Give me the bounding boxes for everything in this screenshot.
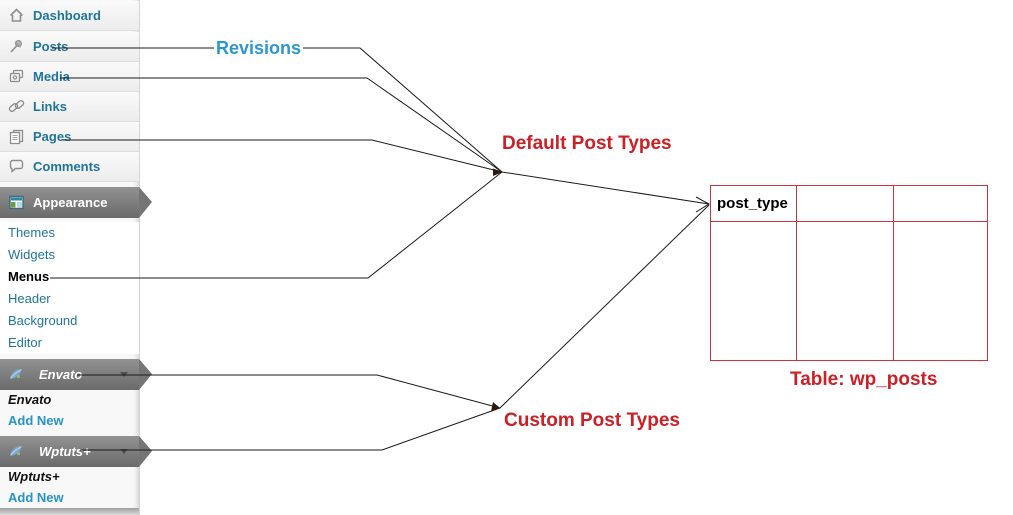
chevron-down-icon xyxy=(120,372,128,377)
submenu-item-envato-add-new[interactable]: Add New xyxy=(8,413,64,428)
appearance-submenu: Themes Widgets Menus Header Background E… xyxy=(0,222,139,354)
pushpin-icon xyxy=(10,40,22,53)
table-header-post-type: post_type xyxy=(717,195,788,212)
sidebar-item-posts[interactable]: Posts xyxy=(0,32,139,62)
sidebar-bottom-divider xyxy=(0,508,139,515)
table-header-divider xyxy=(711,221,987,222)
sidebar-item-label: Comments xyxy=(33,159,101,174)
links-icon xyxy=(8,100,25,112)
label-revisions: Revisions xyxy=(214,38,304,59)
sidebar-section-wptuts[interactable]: Wptuts+ xyxy=(0,436,152,467)
sidebar-item-links[interactable]: Links xyxy=(0,92,139,122)
table-arrowhead xyxy=(695,196,711,213)
admin-sidebar: Dashboard Posts Media Links xyxy=(0,0,152,515)
submenu-item-wptuts[interactable]: Wptuts+ xyxy=(8,469,60,484)
convergence-arrowhead-top xyxy=(493,168,503,176)
table-caption: Table: wp_posts xyxy=(790,369,938,390)
section-arrow-tip xyxy=(139,359,152,390)
sidebar-item-comments[interactable]: Comments xyxy=(0,152,139,182)
table-column-divider xyxy=(796,186,797,360)
table-column-divider xyxy=(893,186,894,360)
section-label: Wptuts+ xyxy=(39,444,91,459)
section-label: Appearance xyxy=(33,195,108,210)
submenu-item-themes[interactable]: Themes xyxy=(8,225,55,240)
sidebar-item-label: Pages xyxy=(33,129,72,144)
sidebar-item-label: Dashboard xyxy=(33,8,101,23)
submenu-item-widgets[interactable]: Widgets xyxy=(8,247,55,262)
submenu-item-menus[interactable]: Menus xyxy=(8,269,50,284)
sidebar-item-pages[interactable]: Pages xyxy=(0,122,139,152)
sidebar-item-label: Posts xyxy=(33,39,69,54)
pages-icon xyxy=(9,129,24,145)
submenu-item-envato[interactable]: Envato xyxy=(8,392,52,407)
convergence-arrowhead-bottom xyxy=(491,402,500,412)
submenu-item-editor[interactable]: Editor xyxy=(8,335,42,350)
sidebar-section-envato[interactable]: Envato xyxy=(0,359,152,390)
section-label: Envato xyxy=(39,367,83,382)
sidebar-item-label: Media xyxy=(33,69,70,84)
appearance-icon xyxy=(9,195,24,210)
wp-posts-table: post_type xyxy=(710,185,988,361)
section-arrow-tip xyxy=(139,436,152,467)
envato-plugin-icon xyxy=(10,369,22,379)
label-default-post-types: Default Post Types xyxy=(502,133,672,154)
sidebar-item-media[interactable]: Media xyxy=(0,62,139,92)
comments-icon xyxy=(9,159,24,174)
section-arrow-tip xyxy=(139,187,152,218)
submenu-item-background[interactable]: Background xyxy=(8,313,78,328)
submenu-item-wptuts-add-new[interactable]: Add New xyxy=(8,490,64,505)
house-icon xyxy=(9,8,24,22)
label-custom-post-types: Custom Post Types xyxy=(504,410,680,431)
chevron-down-icon xyxy=(120,449,128,454)
wire-default-to-table xyxy=(501,171,710,205)
media-icon xyxy=(9,69,24,83)
submenu-item-header[interactable]: Header xyxy=(8,291,51,306)
wire-custom-to-table xyxy=(499,204,710,409)
wptuts-plugin-icon xyxy=(10,446,22,456)
sidebar-item-label: Links xyxy=(33,99,67,114)
sidebar-section-appearance[interactable]: Appearance xyxy=(0,187,152,218)
sidebar-item-dashboard[interactable]: Dashboard xyxy=(0,1,139,31)
